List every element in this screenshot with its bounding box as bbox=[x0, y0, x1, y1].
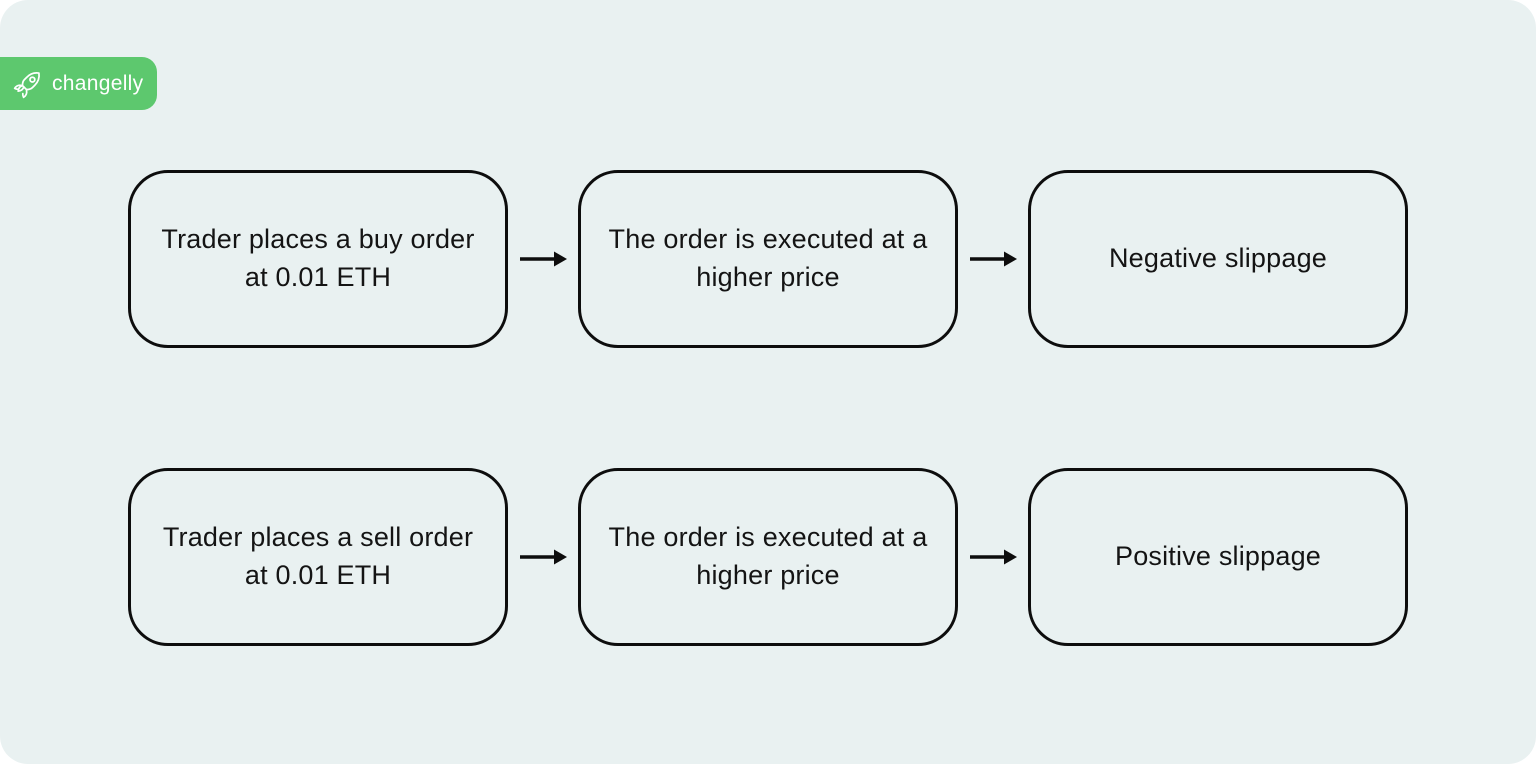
flow-box-executed-higher-price: The order is executed at a higher price bbox=[578, 468, 958, 646]
arrow-right-icon bbox=[508, 249, 578, 269]
arrow-right-icon bbox=[958, 249, 1028, 269]
flow-box-sell-order: Trader places a sell order at 0.01 ETH bbox=[128, 468, 508, 646]
flow-box-executed-higher-price: The order is executed at a higher price bbox=[578, 170, 958, 348]
flow-box-buy-order: Trader places a buy order at 0.01 ETH bbox=[128, 170, 508, 348]
flow-box-label: Trader places a buy order at 0.01 ETH bbox=[161, 224, 475, 292]
flow-box-positive-slippage: Positive slippage bbox=[1028, 468, 1408, 646]
flow-box-negative-slippage: Negative slippage bbox=[1028, 170, 1408, 348]
flow-box-label: Positive slippage bbox=[1114, 541, 1322, 572]
flow-row-positive-slippage: Trader places a sell order at 0.01 ETH T… bbox=[128, 468, 1408, 646]
flow-box-label: The order is executed at a higher price bbox=[608, 522, 928, 590]
arrow-right-icon bbox=[958, 547, 1028, 567]
flow-box-label: Negative slippage bbox=[1108, 243, 1328, 274]
flow-row-negative-slippage: Trader places a buy order at 0.01 ETH Th… bbox=[128, 170, 1408, 348]
changelly-logo-label: changelly bbox=[52, 72, 144, 95]
flow-box-label: The order is executed at a higher price bbox=[608, 224, 928, 292]
changelly-logo-badge: changelly bbox=[0, 57, 157, 110]
rocket-icon bbox=[13, 71, 40, 98]
arrow-right-icon bbox=[508, 547, 578, 567]
flow-box-label: Trader places a sell order at 0.01 ETH bbox=[162, 522, 474, 590]
